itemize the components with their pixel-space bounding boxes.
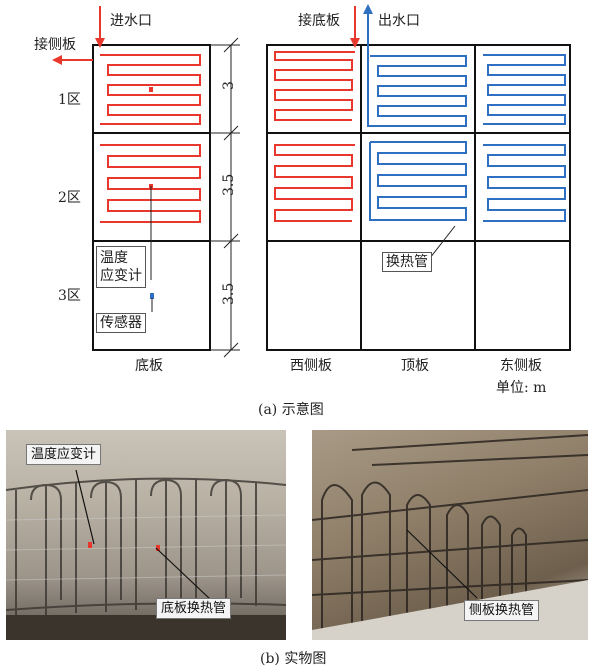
heat-pipe-top-zone2 (369, 141, 467, 221)
connect-side-label: 接侧板 (34, 37, 76, 53)
inlet-arrow (95, 6, 105, 48)
heat-pipe-bottom-zone1 (100, 54, 201, 125)
dim-zone-2: 3.5 (221, 173, 237, 196)
bottom-plate-label: 底板 (135, 358, 163, 374)
heat-pipe-bottom-zone2 (100, 144, 201, 223)
photo-side-rebar (312, 434, 588, 640)
zone-1-label: 1区 (58, 92, 81, 108)
inlet-label: 进水口 (110, 13, 152, 29)
heat-pipe-label: 换热管 (382, 252, 432, 272)
side-top-frame (266, 44, 571, 351)
photo-label-strain-gauge: 温度应变计 (26, 444, 102, 465)
heat-pipe-east-zone1 (483, 54, 566, 125)
outlet-arrow (363, 4, 373, 44)
sensor-marker (150, 293, 154, 299)
west-side-label: 西侧板 (290, 358, 332, 374)
unit-label: 单位: m (496, 380, 547, 396)
bottom-plate-frame (92, 44, 211, 351)
dimension-lines (210, 37, 240, 358)
photo-bottom-rebar (6, 469, 286, 640)
zone-2-label: 2区 (58, 190, 81, 206)
photo-label-side-pipe: 侧板换热管 (464, 600, 540, 621)
temp-gauge-line1: 温度 (100, 250, 128, 266)
dim-zone-1: 3 (221, 81, 237, 90)
strain-gauge-marker-1 (149, 87, 153, 92)
connect-bottom-label: 接底板 (298, 13, 340, 29)
photo-label-bottom-pipe: 底板换热管 (156, 598, 232, 619)
outlet-label: 出水口 (378, 13, 420, 29)
heat-pipe-east-zone2 (483, 144, 566, 222)
caption-b: (b) 实物图 (260, 651, 327, 667)
sensor-label: 传感器 (96, 313, 146, 333)
heat-pipe-west-zone2 (274, 144, 355, 222)
top-plate-label: 顶板 (401, 358, 429, 374)
caption-a: (a) 示意图 (258, 402, 324, 418)
dim-zone-3: 3.5 (221, 282, 237, 305)
photo-bottom-plate: 温度应变计 底板换热管 (6, 430, 286, 640)
temp-gauge-line2: 应变计 (100, 268, 142, 285)
temp-strain-gauge-label: 温度 应变计 (96, 246, 146, 289)
heat-pipe-west-zone1 (274, 51, 355, 121)
photo-side-plate: 侧板换热管 (312, 430, 588, 640)
connect-bottom-arrow (350, 6, 360, 48)
leader-lines (150, 186, 456, 312)
connect-side-arrow (52, 55, 93, 65)
heat-pipe-top-zone1 (367, 44, 467, 127)
east-side-label: 东侧板 (500, 358, 542, 374)
zone-3-label: 3区 (58, 288, 81, 304)
